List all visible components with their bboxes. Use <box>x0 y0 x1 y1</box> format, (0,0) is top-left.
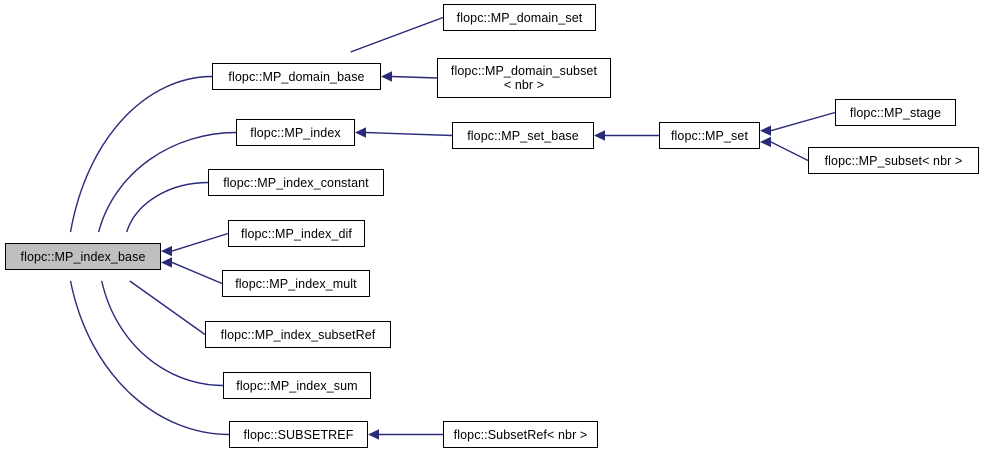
inheritance-edge-line <box>171 232 229 252</box>
class-node-label: flopc::MP_set <box>670 128 749 143</box>
class-node-label: flopc::MP_domain_base <box>228 69 365 84</box>
class-node-mp_index_constant[interactable]: flopc::MP_index_constant <box>208 169 384 196</box>
inheritance-edge-line <box>126 181 209 233</box>
class-node-label: flopc::MP_index_mult <box>235 276 357 291</box>
class-node-label: flopc::MP_index <box>250 125 341 140</box>
inheritance-arrowhead <box>355 127 366 138</box>
class-node-mp_domain_subset[interactable]: flopc::MP_domain_subset < nbr > <box>437 58 611 98</box>
class-node-label: flopc::MP_domain_subset < nbr > <box>450 64 598 92</box>
class-node-subsetref[interactable]: flopc::SUBSETREF <box>229 421 368 448</box>
class-node-label: flopc::MP_index_dif <box>241 226 352 241</box>
inheritance-arrowhead <box>760 125 771 136</box>
inheritance-edge-line <box>129 280 206 336</box>
inheritance-arrowhead <box>368 429 379 440</box>
class-node-mp_index_subsetref[interactable]: flopc::MP_index_subsetRef <box>205 321 391 348</box>
class-node-mp_domain_base[interactable]: flopc::MP_domain_base <box>212 63 381 90</box>
inheritance-edge-line <box>365 131 453 137</box>
inheritance-arrowhead <box>760 136 771 148</box>
inheritance-edge-line <box>770 111 836 132</box>
inheritance-edge-line <box>350 16 444 53</box>
class-node-label: flopc::MP_subset< nbr > <box>824 153 963 168</box>
inheritance-edge-line <box>69 280 230 436</box>
class-node-label: flopc::MP_stage <box>849 105 942 120</box>
inheritance-arrowhead <box>161 245 172 257</box>
inheritance-arrowhead <box>594 130 605 141</box>
class-node-mp_index_mult[interactable]: flopc::MP_index_mult <box>222 270 370 297</box>
inheritance-edge-line <box>391 75 438 79</box>
class-node-mp_index_sum[interactable]: flopc::MP_index_sum <box>223 372 371 399</box>
inheritance-edge-line <box>770 141 809 162</box>
class-node-mp_set_base[interactable]: flopc::MP_set_base <box>452 122 594 149</box>
class-node-mp_stage[interactable]: flopc::MP_stage <box>835 99 956 126</box>
class-node-label: flopc::SubsetRef< nbr > <box>453 427 588 442</box>
class-node-label: flopc::MP_index_sum <box>236 378 358 393</box>
class-node-label: flopc::MP_index_base <box>20 249 146 264</box>
class-node-mp_index_dif[interactable]: flopc::MP_index_dif <box>228 220 365 247</box>
inheritance-edge-line <box>171 261 223 285</box>
class-node-label: flopc::MP_index_subsetRef <box>220 327 376 342</box>
class-node-label: flopc::MP_set_base <box>467 128 579 143</box>
class-node-mp_domain_set[interactable]: flopc::MP_domain_set <box>443 4 596 31</box>
inheritance-arrowhead <box>381 71 392 82</box>
class-node-mp_index_base: flopc::MP_index_base <box>5 243 161 270</box>
class-node-subsetref_nbr[interactable]: flopc::SubsetRef< nbr > <box>443 421 598 448</box>
class-node-label: flopc::MP_index_constant <box>223 175 369 190</box>
class-node-mp_subset[interactable]: flopc::MP_subset< nbr > <box>808 147 979 174</box>
inheritance-arrowhead <box>161 257 172 268</box>
inheritance-edge-line <box>69 75 213 233</box>
class-node-mp_index[interactable]: flopc::MP_index <box>236 119 355 146</box>
class-node-label: flopc::SUBSETREF <box>243 427 354 442</box>
class-node-label: flopc::MP_domain_set <box>456 10 583 25</box>
class-node-mp_set[interactable]: flopc::MP_set <box>659 122 760 149</box>
